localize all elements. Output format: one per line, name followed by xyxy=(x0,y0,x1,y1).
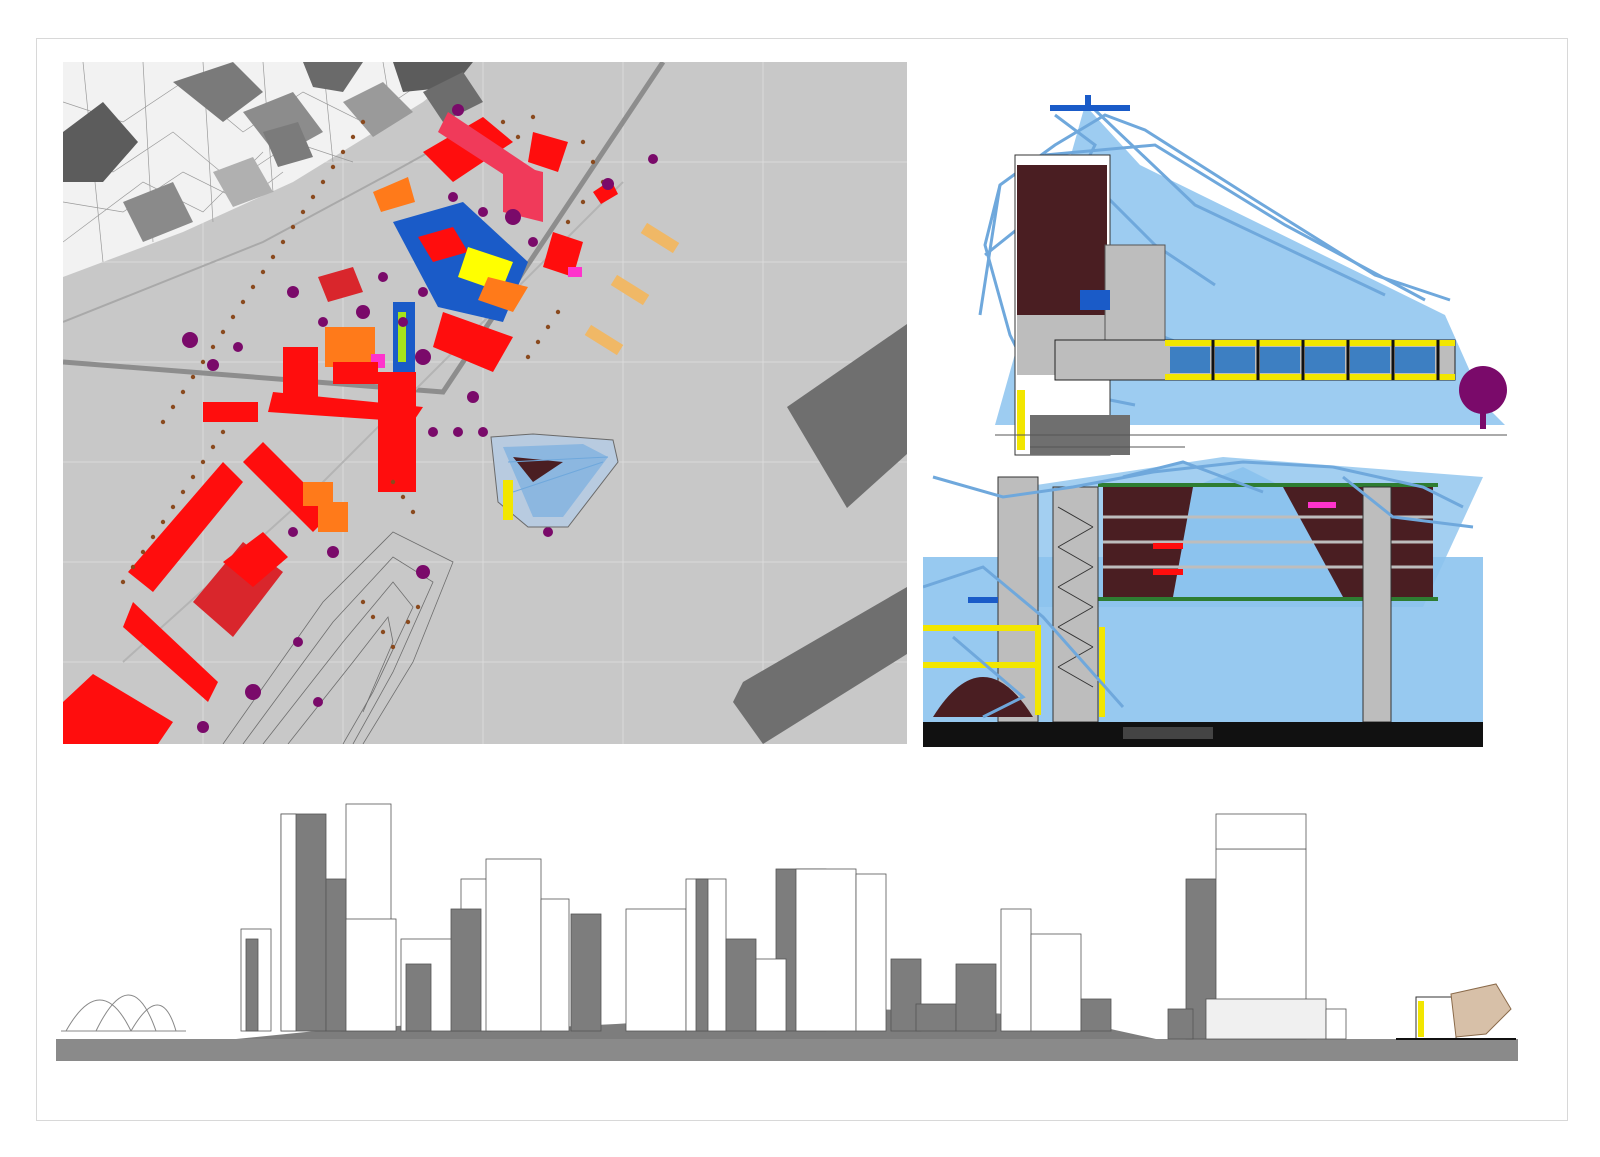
wharf-shed-1 xyxy=(787,324,907,508)
basement-opening xyxy=(1123,727,1213,739)
pink-room xyxy=(1308,502,1336,508)
section-a xyxy=(955,85,1515,457)
wharf-shed-2 xyxy=(733,587,907,744)
tower-column xyxy=(1017,390,1025,450)
skyline-elevation xyxy=(56,779,1518,1065)
dark-dome xyxy=(933,677,1033,717)
bridge-windows xyxy=(1170,347,1435,373)
bridge-posts xyxy=(1211,340,1440,380)
yellow-members xyxy=(923,625,1105,717)
red-rooms xyxy=(1153,543,1183,575)
tree-icon xyxy=(1459,366,1507,429)
section-b-drawing xyxy=(923,457,1483,747)
roof-slab xyxy=(1098,483,1438,487)
mast xyxy=(1085,95,1091,109)
bridge-bottom-chord xyxy=(1165,374,1455,380)
blue-plant-room xyxy=(968,597,998,603)
sail-roof-icon-opera-house xyxy=(61,994,186,1032)
proposed-building xyxy=(1396,983,1516,1040)
brown-trees xyxy=(120,114,606,650)
bridge-top-chord xyxy=(1165,340,1455,346)
site-plan xyxy=(63,62,907,744)
sand-islands xyxy=(584,222,680,356)
purple-trees xyxy=(182,104,658,733)
contours xyxy=(222,531,454,744)
right-core xyxy=(1362,486,1392,723)
buildings xyxy=(63,112,618,744)
urban-fabric xyxy=(63,62,483,277)
wireframe-lines xyxy=(923,460,1474,719)
site-plan-drawing xyxy=(63,62,907,744)
plan-building-footprint xyxy=(490,433,619,528)
upper-void xyxy=(1173,467,1343,597)
ground-band xyxy=(56,1039,1518,1061)
skyline-drawing xyxy=(56,803,1518,1061)
section-a-drawing xyxy=(978,95,1507,456)
city-towers xyxy=(240,803,1347,1040)
drawing-sheet xyxy=(36,38,1568,1121)
blue-room xyxy=(1080,290,1110,310)
side-block xyxy=(1104,244,1166,356)
section-b xyxy=(923,457,1483,752)
stair-lines xyxy=(1057,506,1094,688)
transfer-slab xyxy=(1098,597,1438,601)
stair-core xyxy=(1052,486,1099,723)
